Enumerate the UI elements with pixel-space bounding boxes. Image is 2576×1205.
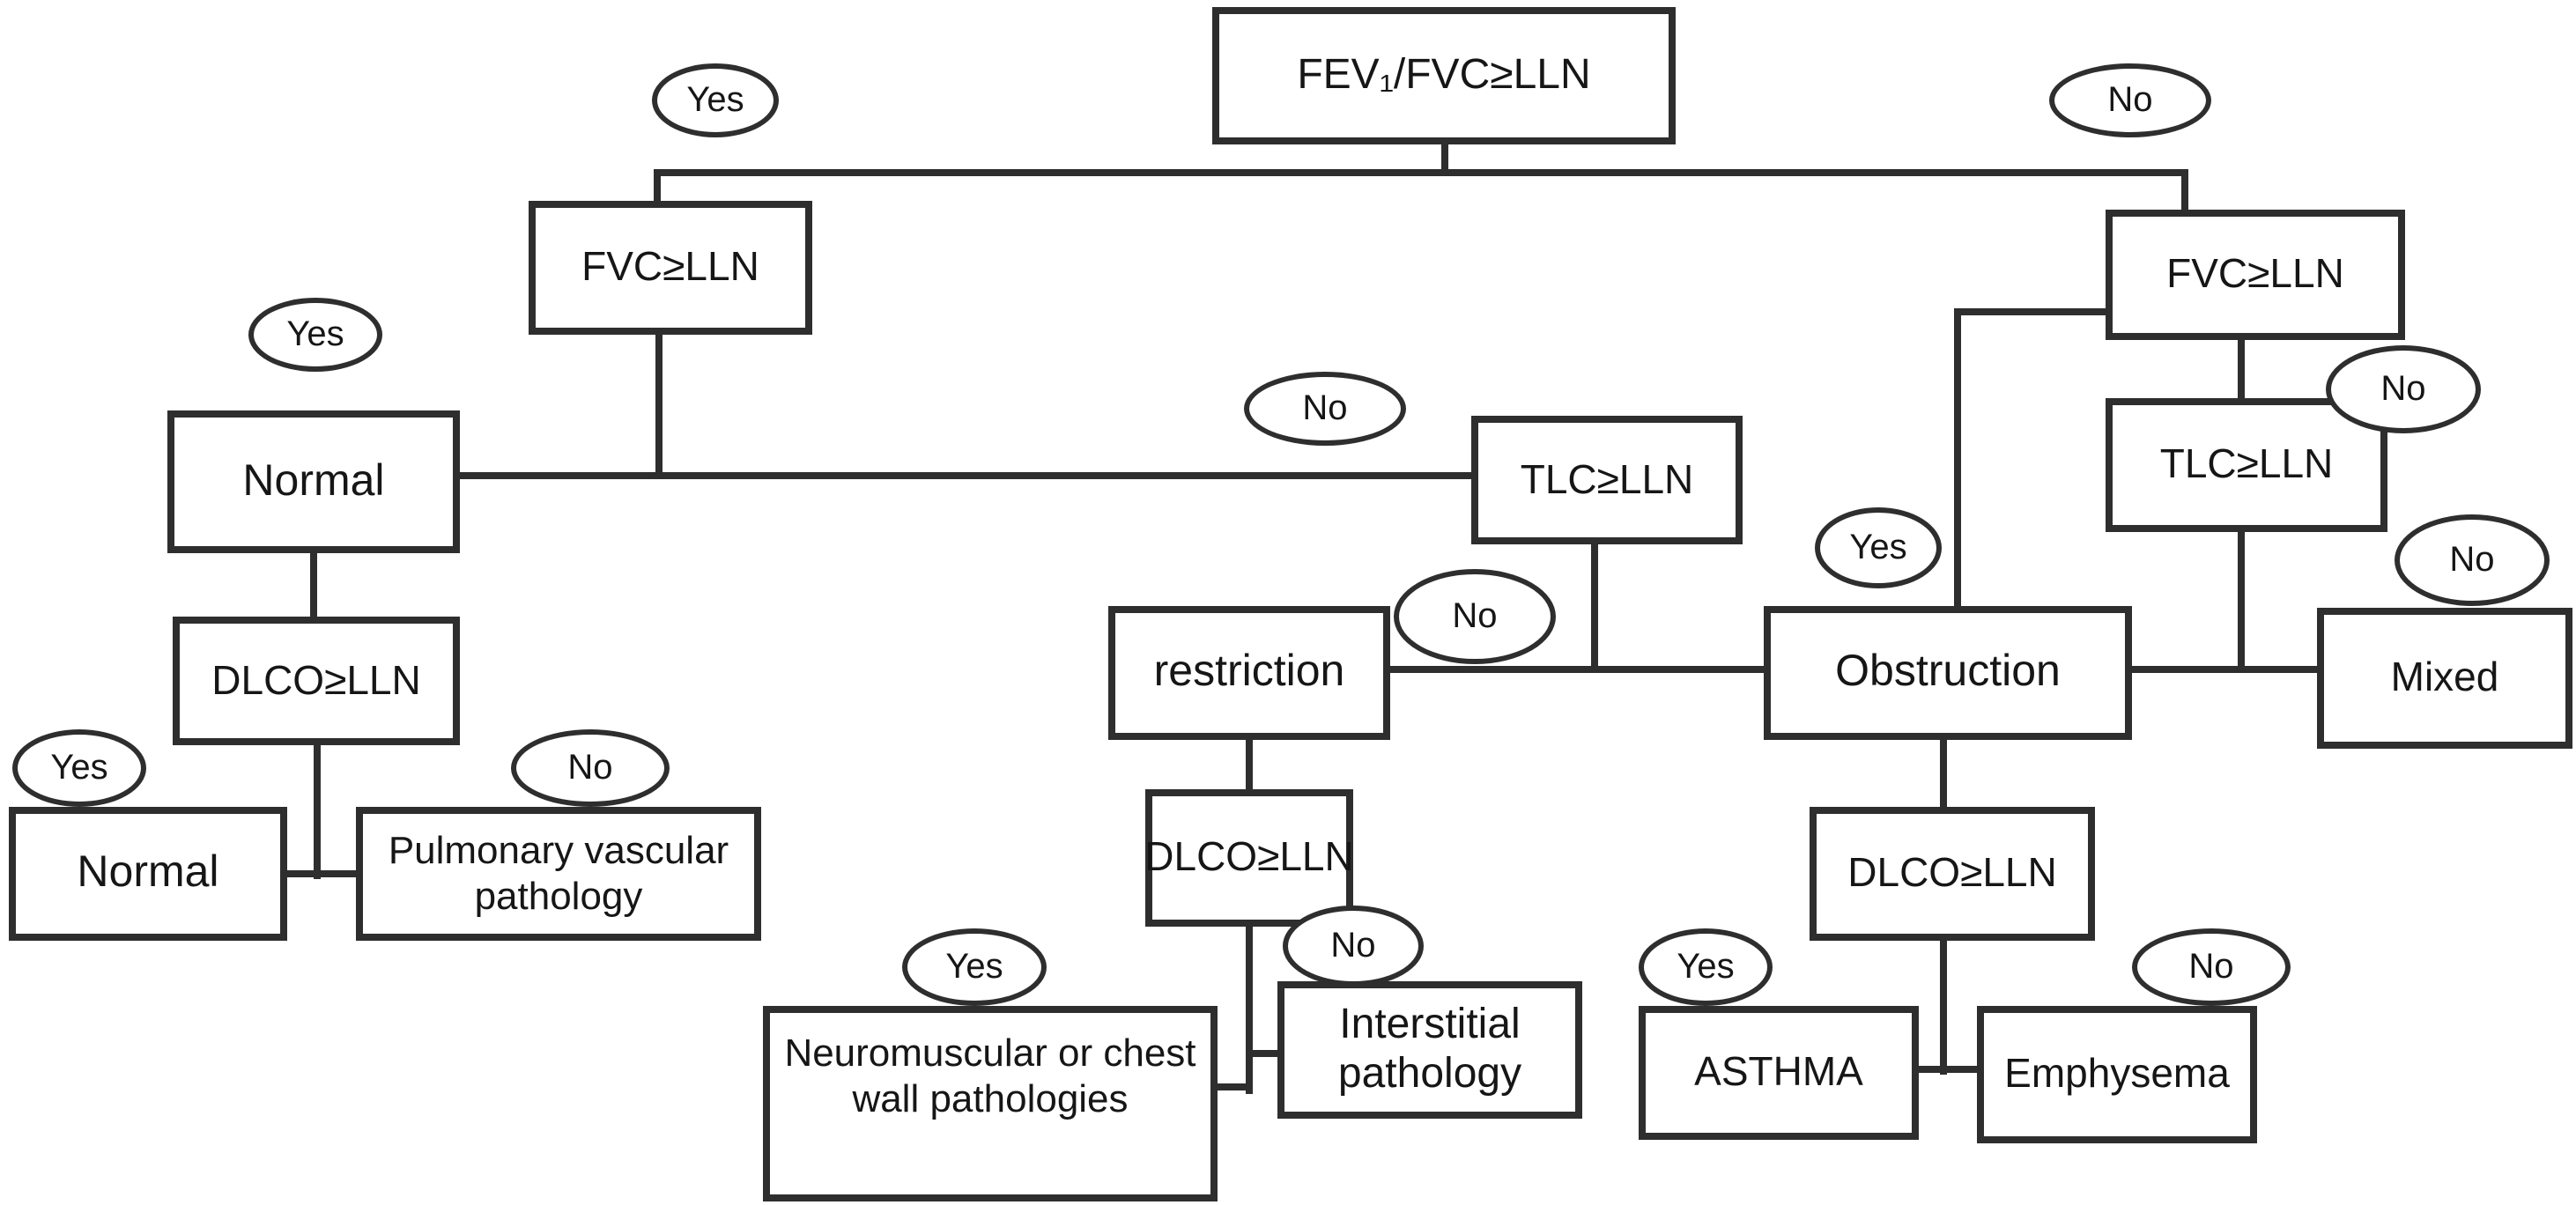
connector-obstruction-mixed bbox=[2132, 666, 2317, 673]
answer-yes-oval-normal: Yes bbox=[248, 298, 382, 372]
node-neuromuscular: Neuromuscular or chest wall pathologies bbox=[763, 1006, 1218, 1201]
answer-no-oval-tlc-right: No bbox=[2326, 345, 2481, 433]
connector-fvc-right-down bbox=[2238, 338, 2245, 402]
answer-no-oval-fvc-right: No bbox=[2049, 63, 2211, 137]
answer-no-oval-tlc-mid: No bbox=[1244, 372, 1406, 446]
connector-normal-down bbox=[310, 553, 317, 620]
connector-obstruction-down bbox=[1940, 740, 1947, 807]
node-tlc-mid: TLC≥LLN bbox=[1471, 416, 1743, 544]
connector-to-interstitial bbox=[1253, 1050, 1281, 1057]
answer-yes-oval-obstruction: Yes bbox=[1815, 507, 1942, 588]
connector-to-fvc-right bbox=[2181, 169, 2188, 213]
answer-yes-oval-normal-final: Yes bbox=[12, 729, 146, 807]
connector-asthma-emphysema bbox=[1919, 1066, 1977, 1073]
connector-to-obstruction bbox=[1954, 308, 1961, 606]
answer-no-oval-interstitial: No bbox=[1283, 906, 1424, 987]
connector-to-neuro bbox=[1214, 1083, 1249, 1090]
answer-no-oval-pulmonary: No bbox=[511, 729, 670, 807]
connector-restriction-obstruction bbox=[1390, 666, 1764, 673]
node-dlco-right: DLCO≥LLN bbox=[1810, 807, 2095, 941]
node-pulmonary-vascular: Pulmonary vascular pathology bbox=[356, 807, 761, 941]
connector-dlco-mid-down bbox=[1246, 927, 1253, 1094]
answer-no-oval-mixed: No bbox=[2395, 514, 2550, 606]
node-fvc-right: FVC≥LLN bbox=[2106, 210, 2405, 340]
node-dlco-left: DLCO≥LLN bbox=[173, 617, 460, 745]
connector-tlc-right-down bbox=[2238, 532, 2245, 673]
answer-yes-oval-neuromuscular: Yes bbox=[902, 928, 1047, 1006]
node-fev1-fvc: FEV₁/FVC≥LLN bbox=[1212, 7, 1676, 144]
node-mixed: Mixed bbox=[2317, 608, 2572, 749]
node-tlc-right: TLC≥LLN bbox=[2106, 398, 2387, 532]
connector-tlc-mid-down bbox=[1591, 544, 1598, 673]
connector-fvc-left-down bbox=[655, 335, 663, 479]
node-normal-mid: Normal bbox=[167, 410, 460, 553]
node-asthma: ASTHMA bbox=[1639, 1006, 1919, 1140]
node-obstruction: Obstruction bbox=[1764, 606, 2132, 740]
connector-trunk bbox=[1441, 144, 1448, 173]
node-normal-final: Normal bbox=[9, 807, 287, 941]
connector-main-horizontal bbox=[654, 169, 2188, 176]
node-emphysema: Emphysema bbox=[1977, 1006, 2257, 1143]
node-fvc-left: FVC≥LLN bbox=[529, 201, 812, 335]
connector-normal-pulm bbox=[287, 870, 356, 877]
node-restriction: restriction bbox=[1108, 606, 1390, 740]
connector-dlco-left-down bbox=[314, 745, 321, 879]
connector-dlco-right-down bbox=[1940, 941, 1947, 1075]
answer-no-oval-emphysema: No bbox=[2132, 928, 2291, 1006]
answer-yes-oval-fvc-left: Yes bbox=[652, 63, 779, 137]
answer-yes-oval-asthma: Yes bbox=[1639, 928, 1773, 1006]
node-dlco-mid: DLCO≥LLN bbox=[1144, 789, 1354, 927]
connector-to-fvc-left bbox=[654, 169, 661, 204]
connector-normal-tlc bbox=[460, 472, 1471, 479]
node-interstitial: Interstitial pathology bbox=[1277, 981, 1582, 1119]
connector-restriction-down bbox=[1246, 740, 1253, 793]
answer-no-oval-restriction: No bbox=[1394, 569, 1556, 664]
connector-fvc-right-yes-horizontal bbox=[1954, 308, 2109, 315]
